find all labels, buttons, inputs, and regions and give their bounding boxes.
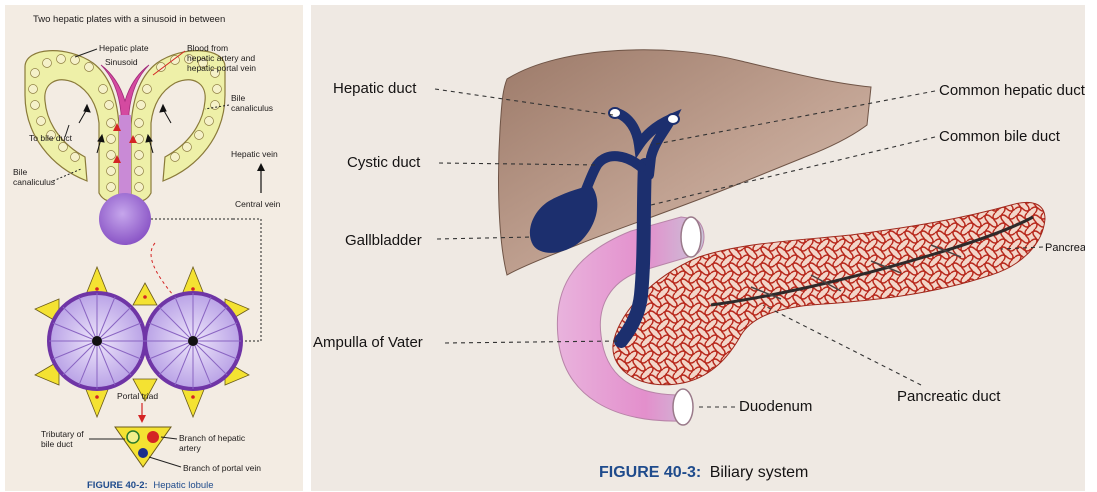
biliary-system-svg: Hepatic duct Cystic duct Gallbladder Amp… xyxy=(311,5,1085,491)
label-bile-canaliculus-line2: canaliculus xyxy=(13,177,55,187)
label-common-hepatic-duct: Common hepatic duct xyxy=(939,82,1085,99)
label-hepatic-portal-vein: hepatic portal vein xyxy=(187,63,256,73)
portal-vein-branch xyxy=(138,448,148,458)
duodenum-opening-bottom xyxy=(673,389,693,425)
sinusoid-channel xyxy=(119,115,131,205)
hepatic-lobule-svg: Two hepatic plates with a sinusoid in be… xyxy=(5,5,303,491)
label-duodenum: Duodenum xyxy=(739,398,812,415)
figure-40-2-caption: FIGURE 40-2: Hepatic lobule xyxy=(87,480,214,491)
central-vein-bulb xyxy=(99,193,151,245)
label-cystic-duct: Cystic duct xyxy=(347,154,421,171)
label-pancreas: Pancreas xyxy=(1045,242,1085,254)
label-central-vein: Central vein xyxy=(235,199,281,209)
label-hepatic-duct: Hepatic duct xyxy=(333,80,417,97)
figure-40-2-caption-prefix: FIGURE 40-2: xyxy=(87,480,148,491)
figure-40-3-caption: FIGURE 40-3: Biliary system xyxy=(599,464,808,481)
figure-40-3-caption-text: Biliary system xyxy=(710,464,809,481)
label-bile-duct: bile duct xyxy=(41,439,73,449)
hepatic-artery-branch xyxy=(147,431,159,443)
label-blood-from: Blood from xyxy=(187,43,228,53)
hepatic-lobule-figure: Two hepatic plates with a sinusoid in be… xyxy=(5,5,303,491)
label-sinusoid: Sinusoid xyxy=(105,57,138,67)
figure-40-2-caption-text: Hepatic lobule xyxy=(153,480,213,491)
label-pancreatic-duct: Pancreatic duct xyxy=(897,388,1001,405)
biliary-system-figure: Hepatic duct Cystic duct Gallbladder Amp… xyxy=(311,5,1085,491)
label-common-bile-duct: Common bile duct xyxy=(939,128,1061,145)
bile-duct-tributary xyxy=(127,431,139,443)
label-branch-of-portal-vein: Branch of portal vein xyxy=(183,463,261,473)
label-hepatic-artery-and: hepatic artery and xyxy=(187,53,255,63)
figure-40-2-title: Two hepatic plates with a sinusoid in be… xyxy=(33,14,225,25)
label-gallbladder: Gallbladder xyxy=(345,232,422,249)
label-bile-canaliculus-line1: Bile xyxy=(13,167,27,177)
label-hepatic-plate: Hepatic plate xyxy=(99,43,149,53)
label-hepatic-vein: Hepatic vein xyxy=(231,149,278,159)
label-portal-triad: Portal triad xyxy=(117,391,158,401)
label-canaliculus: canaliculus xyxy=(231,103,273,113)
central-vein-left xyxy=(92,336,102,346)
figure-40-3-caption-prefix: FIGURE 40-3: xyxy=(599,464,701,481)
duodenum-opening-top xyxy=(681,217,701,257)
label-branch-of-hepatic: Branch of hepatic xyxy=(179,433,246,443)
label-bile: Bile xyxy=(231,93,245,103)
central-vein-right xyxy=(188,336,198,346)
label-tributary-of: Tributary of xyxy=(41,429,84,439)
label-ampulla-of-vater: Ampulla of Vater xyxy=(313,334,423,351)
label-artery: artery xyxy=(179,443,201,453)
